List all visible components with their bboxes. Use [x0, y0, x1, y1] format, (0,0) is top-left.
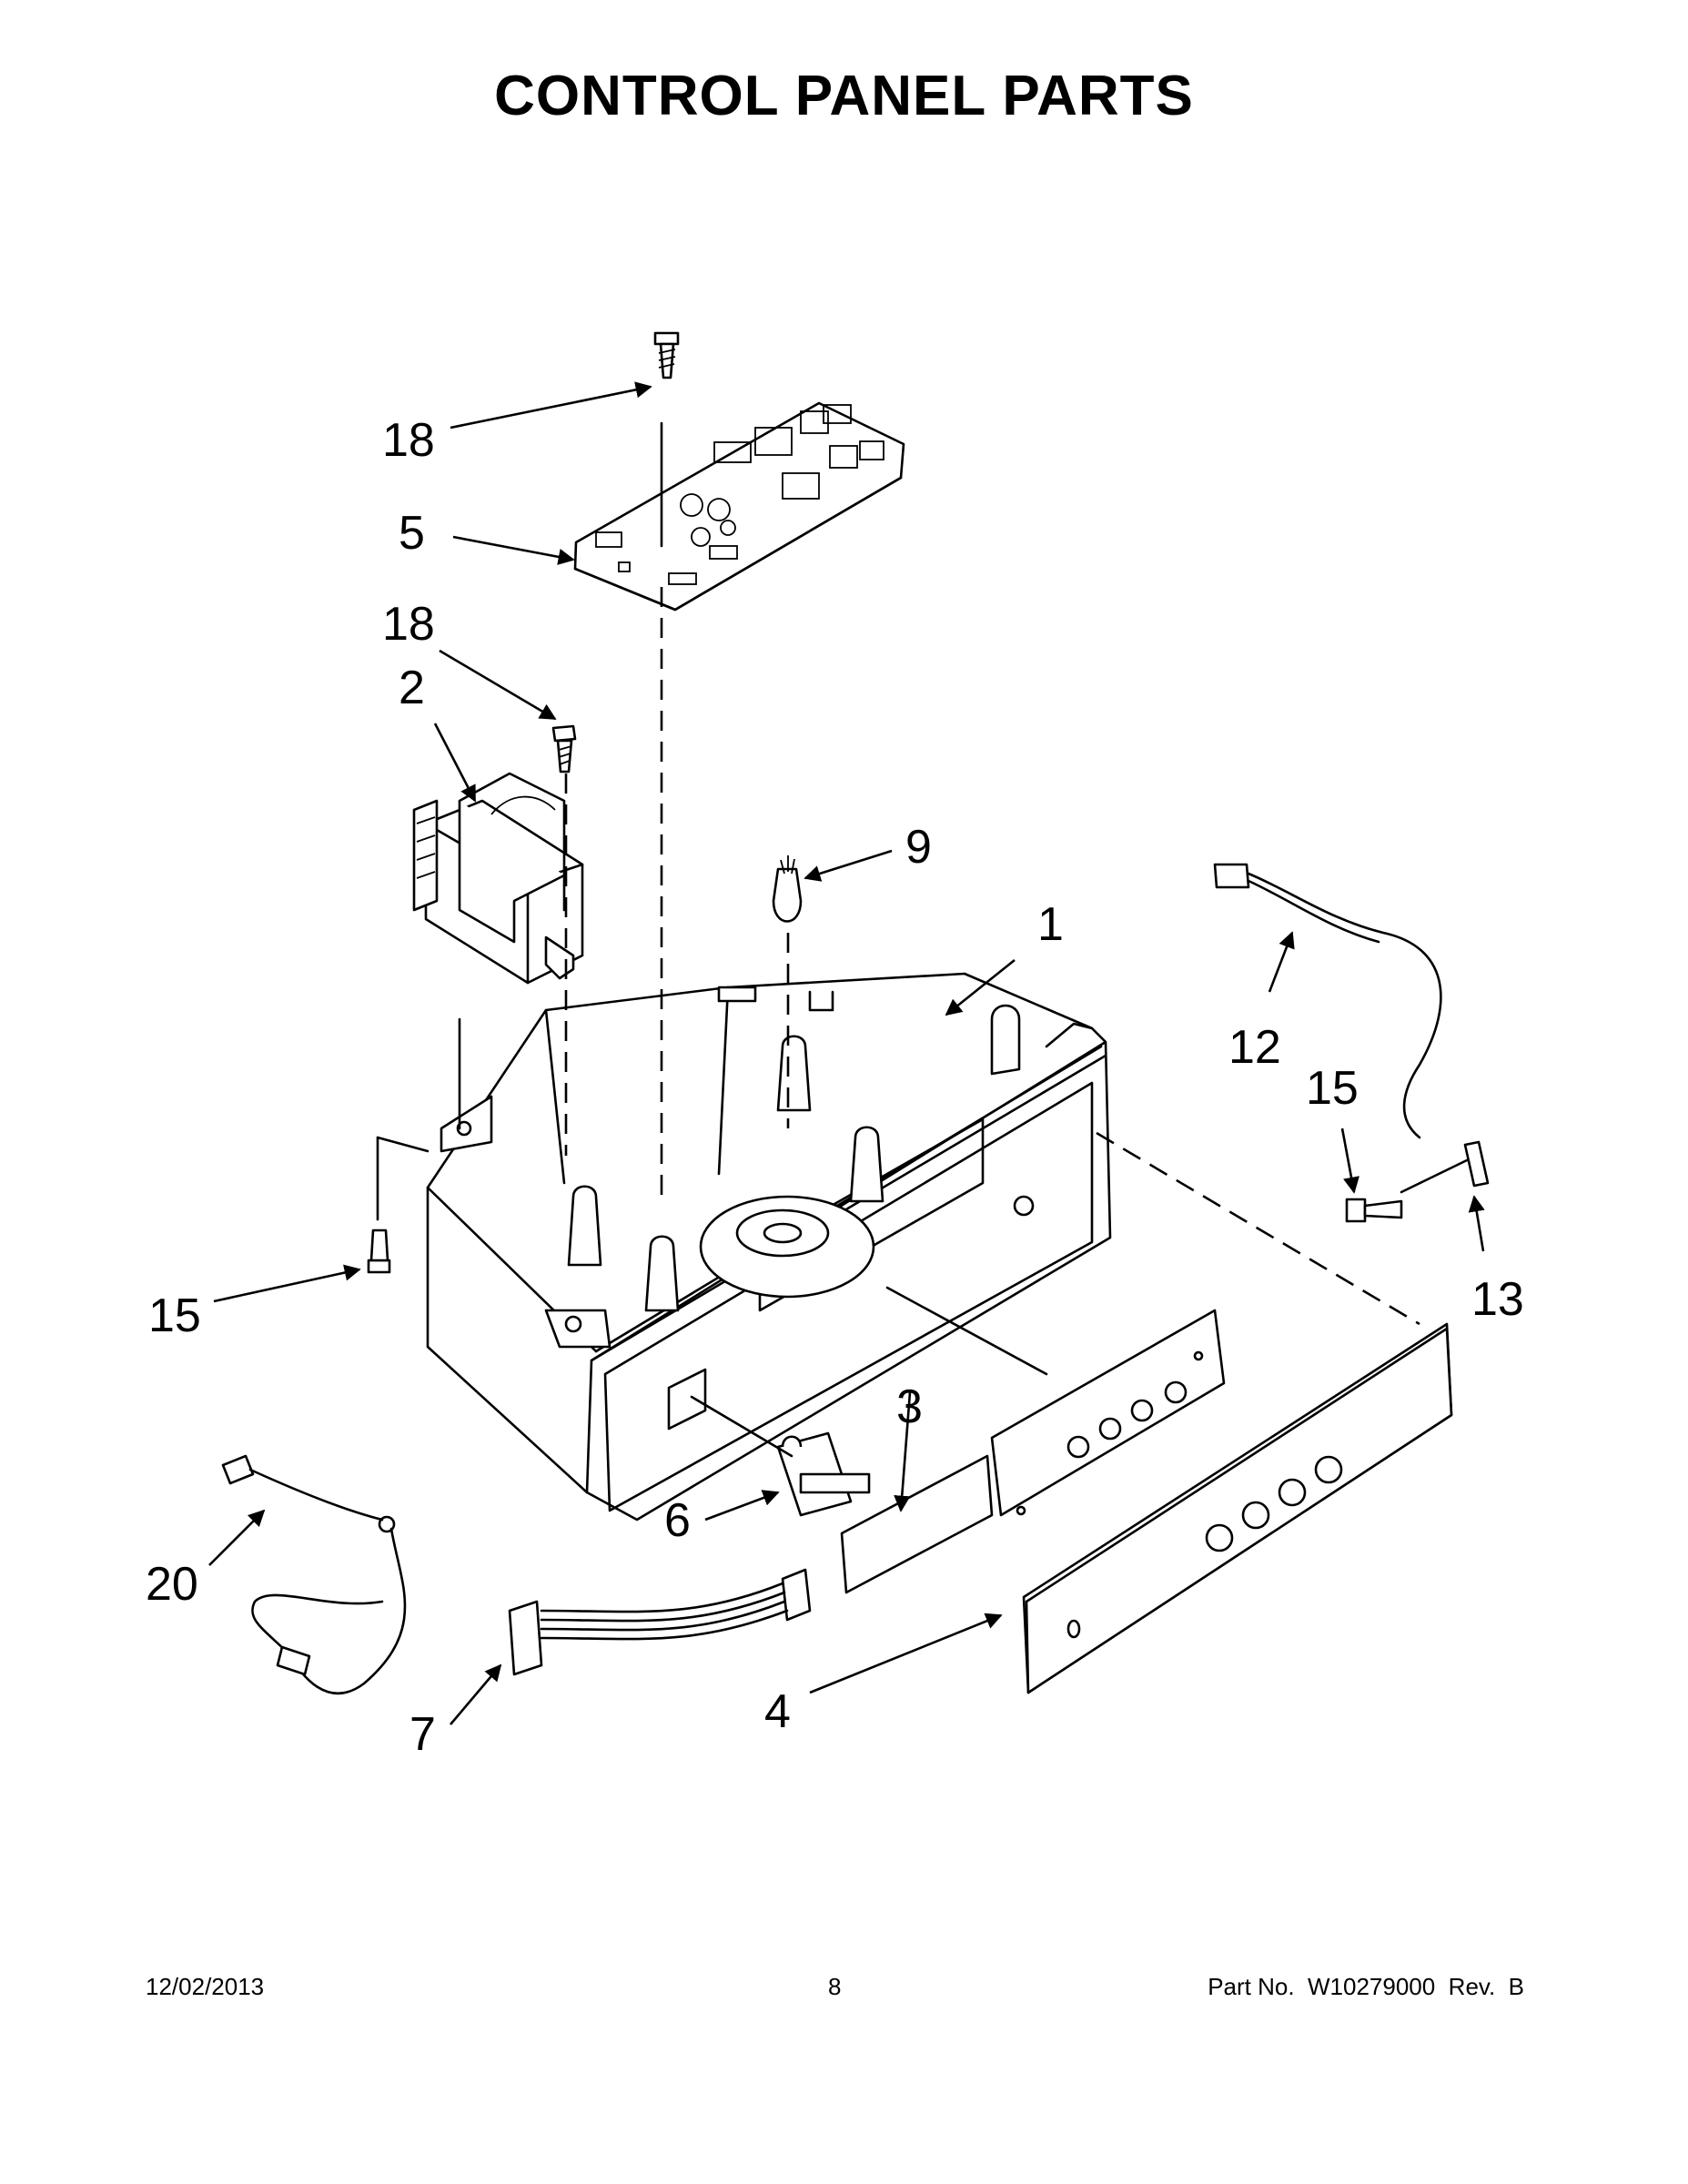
callout-18-middle: 18	[382, 598, 435, 651]
wire-harness-part-12	[1213, 863, 1442, 1139]
callout-5: 5	[399, 507, 425, 560]
callout-12: 12	[1228, 1021, 1281, 1074]
clip-part-13	[1400, 1140, 1490, 1194]
screw-part-18-middle	[551, 724, 577, 774]
ribbon-strip-part-3	[840, 1454, 994, 1594]
footer-part-number: Part No. W10279000 Rev. B	[1208, 1973, 1524, 2000]
screw-part-15-left	[367, 1228, 391, 1274]
callout-18-top: 18	[382, 414, 435, 467]
callout-4: 4	[764, 1685, 791, 1738]
footer-page-number: 8	[828, 1973, 842, 2000]
callout-2: 2	[399, 662, 425, 714]
callout-15-right: 15	[1306, 1062, 1359, 1115]
control-board-part-5	[573, 401, 905, 612]
callout-13: 13	[1471, 1273, 1524, 1326]
footer-date: 12/02/2013	[146, 1973, 265, 2000]
lamp-part-9	[772, 855, 803, 923]
leader-arrows	[208, 381, 1485, 1725]
callout-3: 3	[896, 1380, 923, 1433]
callout-1: 1	[1037, 898, 1064, 951]
overlay-panel-part-4	[1022, 1322, 1453, 1694]
control-housing-part-1	[426, 972, 1112, 1522]
callout-9: 9	[905, 821, 932, 874]
assembly-lines	[376, 421, 1420, 1458]
screw-part-18-top	[653, 331, 680, 379]
callout-20: 20	[146, 1558, 198, 1611]
page-title: CONTROL PANEL PARTS	[494, 65, 1194, 127]
transformer-part-2	[412, 772, 584, 985]
callout-6: 6	[664, 1494, 691, 1547]
screw-part-15-right	[1345, 1198, 1403, 1223]
callout-7: 7	[409, 1708, 436, 1761]
wire-harness-part-20	[221, 1454, 407, 1695]
keypad-board-part-3	[990, 1309, 1226, 1517]
callout-15-left: 15	[148, 1289, 201, 1342]
wire-harness-part-7	[508, 1568, 812, 1676]
switch-part-6	[776, 1431, 871, 1517]
